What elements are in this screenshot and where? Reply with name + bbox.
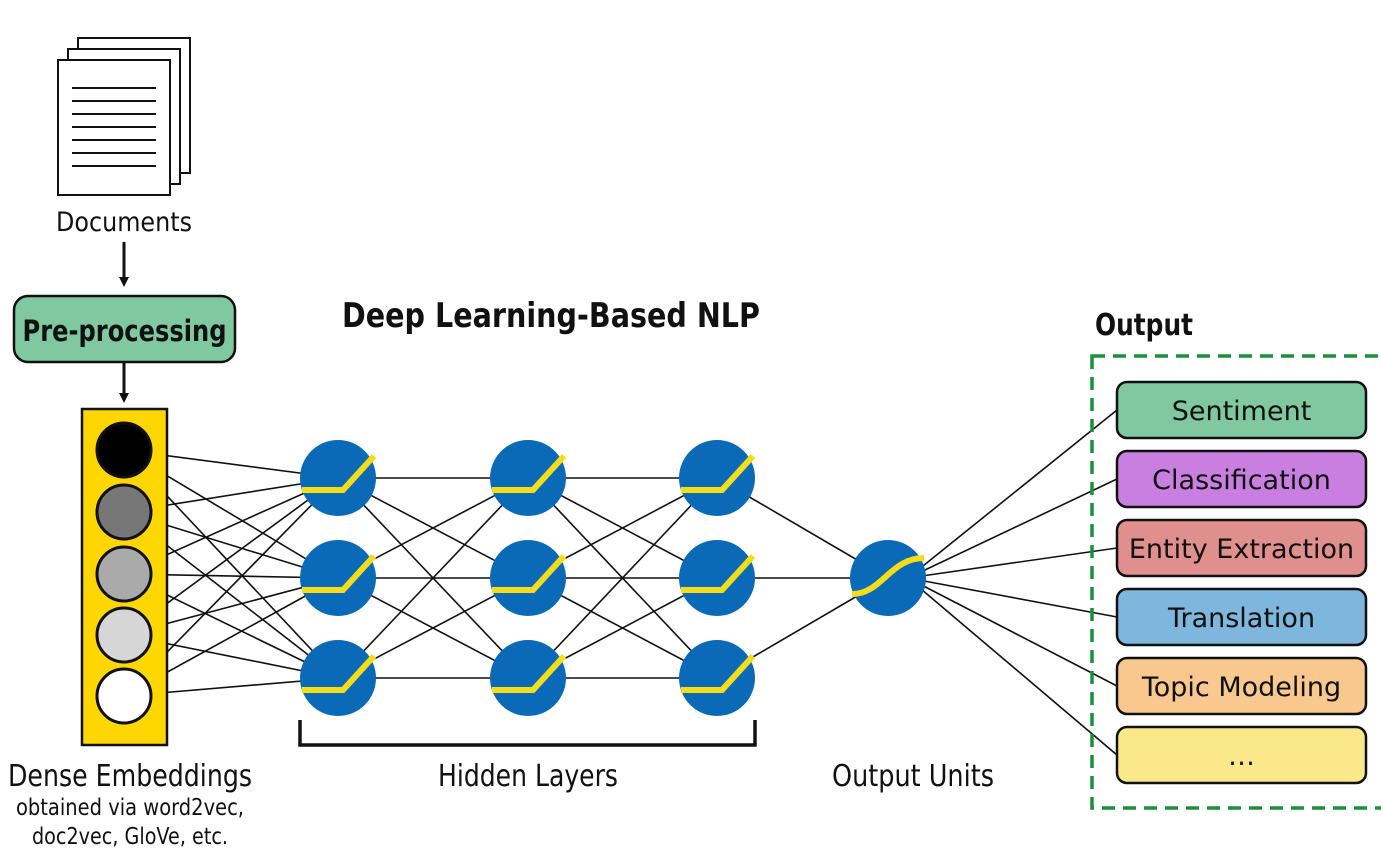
output-item-label: … <box>1228 741 1255 772</box>
preprocessing-label: Pre-processing <box>23 314 227 348</box>
embedding-node <box>95 606 153 664</box>
neuron-circle <box>679 440 755 516</box>
connection-line <box>907 577 1118 618</box>
embedding-node <box>95 667 153 725</box>
hidden-node <box>490 440 567 516</box>
hidden-node <box>679 440 756 516</box>
relu-activation-icon <box>302 553 377 593</box>
relu-activation-icon <box>492 453 567 493</box>
relu-activation-icon <box>492 653 567 693</box>
neuron-circle <box>300 540 376 616</box>
output-item-box <box>1115 380 1368 440</box>
output-item: … <box>1115 725 1368 785</box>
diagram-title: Deep Learning-Based NLP <box>342 296 760 336</box>
embeddings-label: Dense Embeddings <box>8 759 252 794</box>
output-item-label: Translation <box>1167 603 1315 634</box>
output-item-box <box>1115 587 1368 647</box>
connection-line <box>907 547 1118 579</box>
documents-label: Documents <box>56 207 192 238</box>
output-item: Translation <box>1115 587 1368 647</box>
output-item-box <box>1115 656 1368 716</box>
hidden-node <box>679 540 756 616</box>
hidden-node <box>490 640 567 716</box>
embedding-node <box>95 421 153 479</box>
hidden-layers-label: Hidden Layers <box>438 759 618 794</box>
output-item-box <box>1115 518 1368 578</box>
embedding-node <box>95 545 153 603</box>
hidden-node <box>490 540 567 616</box>
connection-line <box>907 577 1118 756</box>
network-connections <box>123 409 1118 756</box>
output-title: Output <box>1095 308 1193 343</box>
neuron-circle <box>490 440 566 516</box>
output-item: Topic Modeling <box>1115 656 1368 716</box>
relu-activation-icon <box>681 553 756 593</box>
neuron-circle <box>490 640 566 716</box>
output-unit-node <box>850 540 926 616</box>
output-item-label: Topic Modeling <box>1141 672 1341 703</box>
output-item: Classification <box>1115 449 1368 509</box>
output-item-box <box>1115 449 1368 509</box>
relu-activation-icon <box>302 453 377 493</box>
output-item-label: Entity Extraction <box>1129 534 1354 565</box>
output-item: Sentiment <box>1115 380 1368 440</box>
output-item-box <box>1115 725 1368 785</box>
neuron-circle <box>300 640 376 716</box>
hidden-node <box>679 640 756 716</box>
neuron-circle <box>490 540 566 616</box>
neuron-circle <box>679 540 755 616</box>
hidden-node <box>300 440 377 516</box>
relu-activation-icon <box>302 653 377 693</box>
embeddings-sublabel-2: doc2vec, GloVe, etc. <box>32 824 228 850</box>
output-item: Entity Extraction <box>1115 518 1368 578</box>
connection-line <box>907 409 1118 579</box>
connection-line <box>907 577 1118 687</box>
output-item-label: Classification <box>1152 465 1331 496</box>
embeddings-sublabel-1: obtained via word2vec, <box>16 795 244 821</box>
relu-activation-icon <box>492 553 567 593</box>
hidden-layers-bracket <box>298 720 757 747</box>
output-frame <box>1090 354 1381 810</box>
neuron-circle <box>300 440 376 516</box>
connection-line <box>907 478 1118 579</box>
embedding-nodes <box>95 421 153 725</box>
hidden-layer-nodes <box>300 440 756 716</box>
relu-activation-icon <box>681 453 756 493</box>
relu-activation-icon <box>681 653 756 693</box>
connection-line <box>337 477 529 679</box>
hidden-node <box>300 540 377 616</box>
embedding-node <box>95 483 153 541</box>
neuron-circle <box>679 640 755 716</box>
connection-line <box>527 477 718 679</box>
document-stack-icon <box>57 37 191 196</box>
output-item-label: Sentiment <box>1172 396 1312 427</box>
output-units-label: Output Units <box>832 759 994 794</box>
hidden-node <box>300 640 377 716</box>
preprocessing-box <box>12 294 237 364</box>
sigmoid-activation-icon <box>851 555 925 597</box>
